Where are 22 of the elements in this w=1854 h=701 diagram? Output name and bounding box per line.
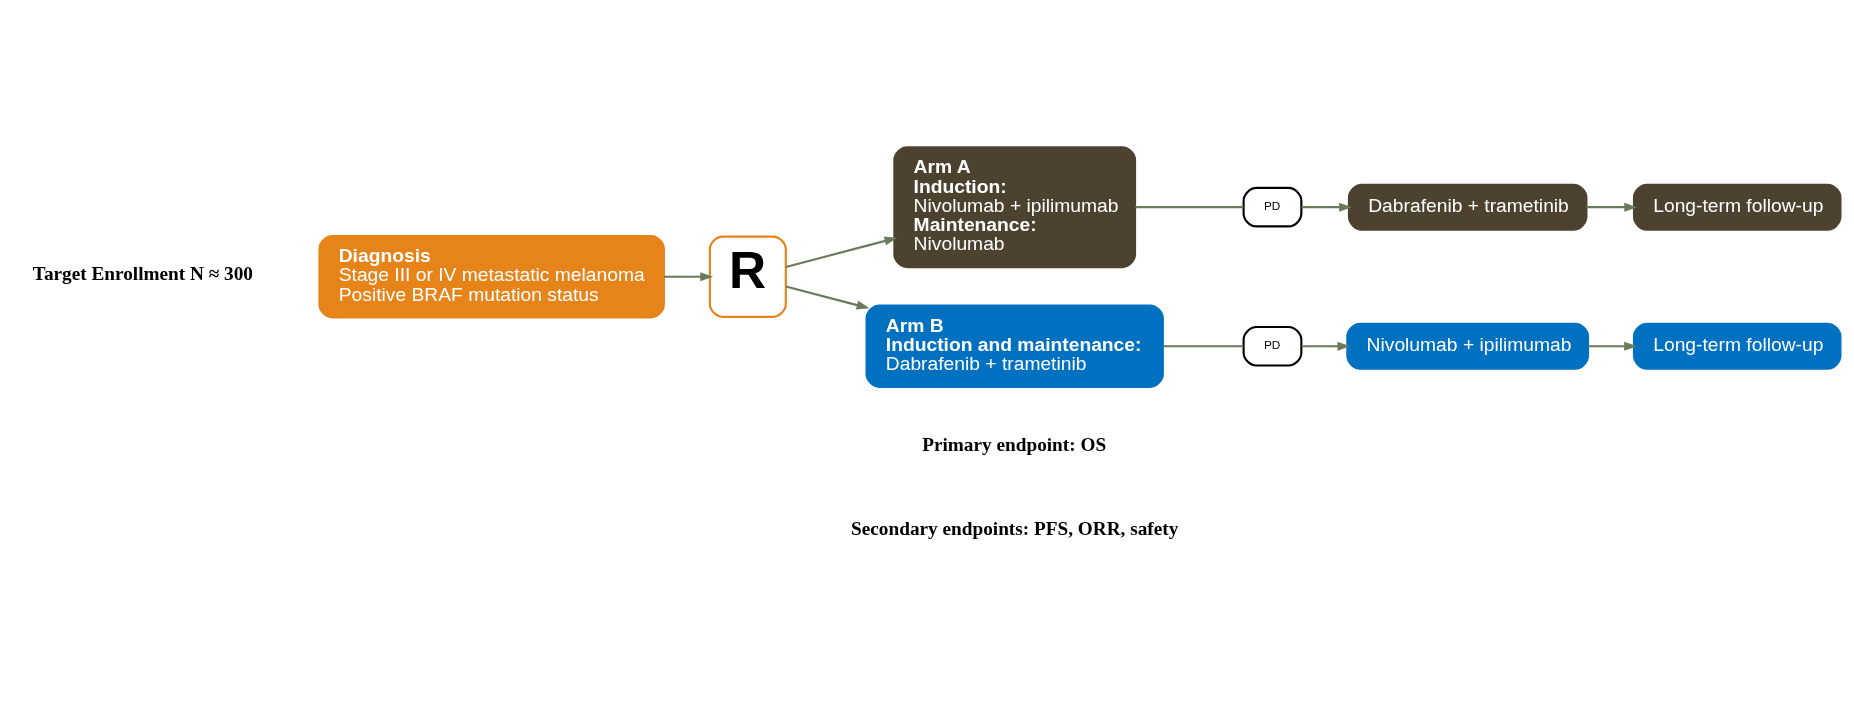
arrow [785,236,898,268]
connector [1163,345,1244,348]
node-box: Dabrafenib + trametinib [1347,183,1588,231]
node-box: Arm A Induction: Nivolumab + ipilimumab Maintenance: Nivolumab [893,146,1137,269]
label: Primary endpoint: OS [922,434,1107,456]
arrow [1588,341,1637,351]
arrow [1301,202,1352,212]
node-box: R [708,235,787,318]
node-box: PD [1242,325,1303,367]
arrow [1301,341,1351,351]
connector [1135,206,1244,209]
label: Target Enrollment N ≈ 300 [32,263,253,285]
arrow [663,272,714,282]
label: Secondary endpoints: PFS, ORR, safety [851,517,1179,539]
arrow [785,285,870,310]
node-box: Arm B Induction and maintenance: Dabrafenib + trametinib [865,304,1164,388]
arrow [1586,202,1638,212]
node-box: Nivolumab + ipilimumab [1346,322,1590,370]
node-box: Long-term follow-up [1632,183,1842,231]
node-box: Diagnosis Stage III or IV metastatic melanoma Positive BRAF mutation status [318,235,665,319]
node-box: Long-term follow-up [1632,322,1842,370]
node-box: PD [1242,186,1303,228]
